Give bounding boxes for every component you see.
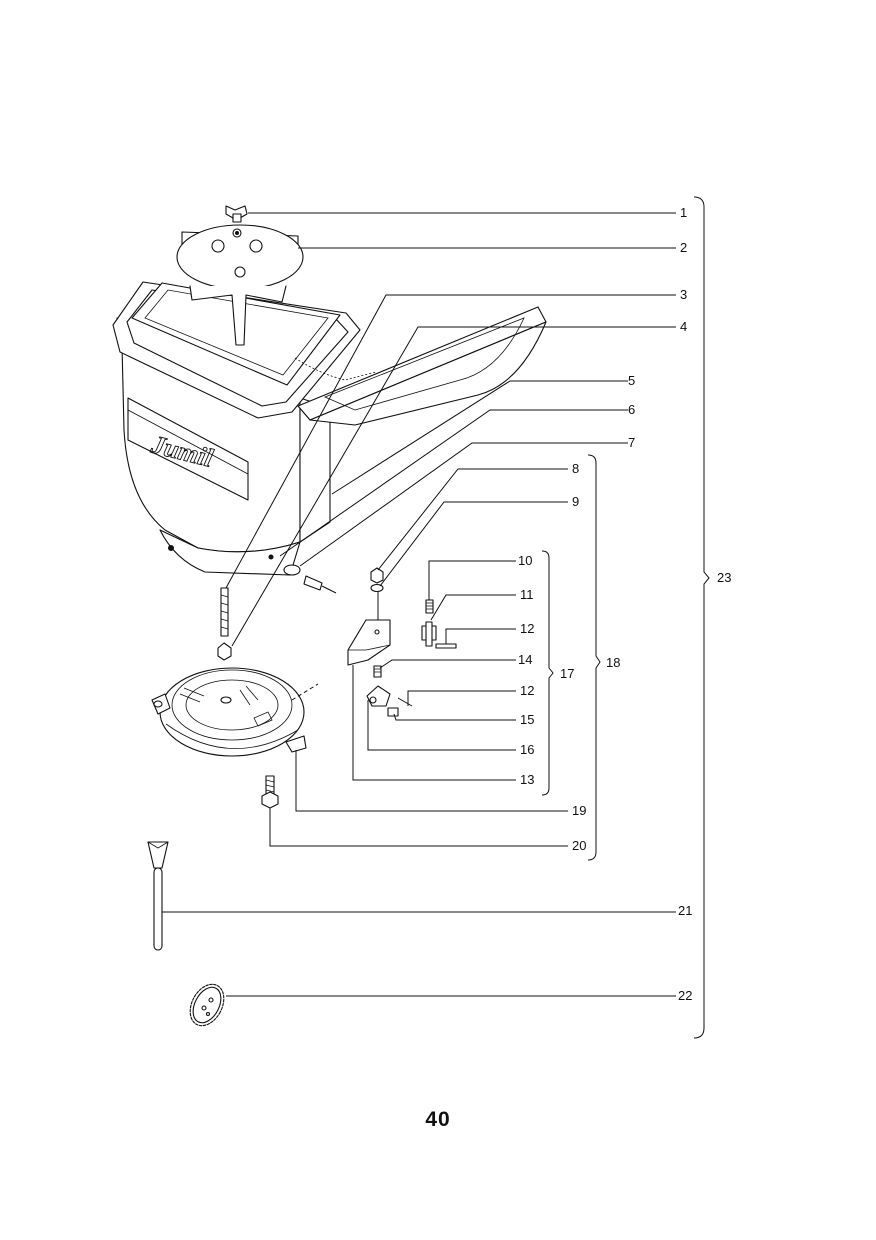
- lever-block: [421, 621, 457, 649]
- callout-22: 22: [678, 988, 693, 1003]
- callout-8: 8: [572, 461, 580, 476]
- hopper-lid: [176, 224, 304, 346]
- callout-7: 7: [628, 435, 636, 450]
- callout-4: 4: [680, 319, 688, 334]
- callout-2: 2: [680, 240, 688, 255]
- callout-11: 11: [520, 587, 534, 602]
- callout-19: 19: [572, 803, 587, 818]
- threaded-rod: [217, 587, 232, 661]
- callout-16: 16: [520, 742, 535, 757]
- callout-5: 5: [628, 373, 636, 388]
- pin-assembly: [268, 554, 337, 594]
- nut-and-washer: [370, 567, 384, 593]
- group-label-17: 17: [560, 666, 575, 681]
- leader-lines: [162, 212, 676, 997]
- callout-3: 3: [680, 287, 688, 302]
- sprocket-gear: [189, 983, 225, 1027]
- group-label-23: 23: [717, 570, 732, 585]
- callout-6: 6: [628, 402, 636, 417]
- group-label-18: 18: [606, 655, 621, 670]
- callout-1: 1: [680, 205, 688, 220]
- callout-12a: 12: [520, 621, 535, 636]
- callout-13: 13: [520, 772, 535, 787]
- angle-bracket: [347, 619, 391, 666]
- brace-18: [587, 454, 601, 861]
- hex-bolt: [261, 775, 279, 809]
- brace-23: [693, 196, 710, 1039]
- callout-14: 14: [518, 652, 533, 667]
- spring: [425, 599, 434, 614]
- base-plate: [151, 667, 319, 757]
- page-number: 40: [425, 1108, 451, 1131]
- callout-20: 20: [572, 838, 587, 853]
- socket-wrench-tool: [147, 841, 169, 951]
- brace-17: [541, 550, 554, 796]
- callout-9: 9: [572, 494, 580, 509]
- callout-21: 21: [678, 903, 693, 918]
- callout-15: 15: [520, 712, 535, 727]
- callout-10: 10: [518, 553, 533, 568]
- callout-12b: 12: [520, 683, 535, 698]
- group-braces: [541, 196, 710, 1039]
- wing-nut: [225, 205, 248, 223]
- deflector-tray: [294, 306, 547, 426]
- latch-assembly: [366, 665, 413, 717]
